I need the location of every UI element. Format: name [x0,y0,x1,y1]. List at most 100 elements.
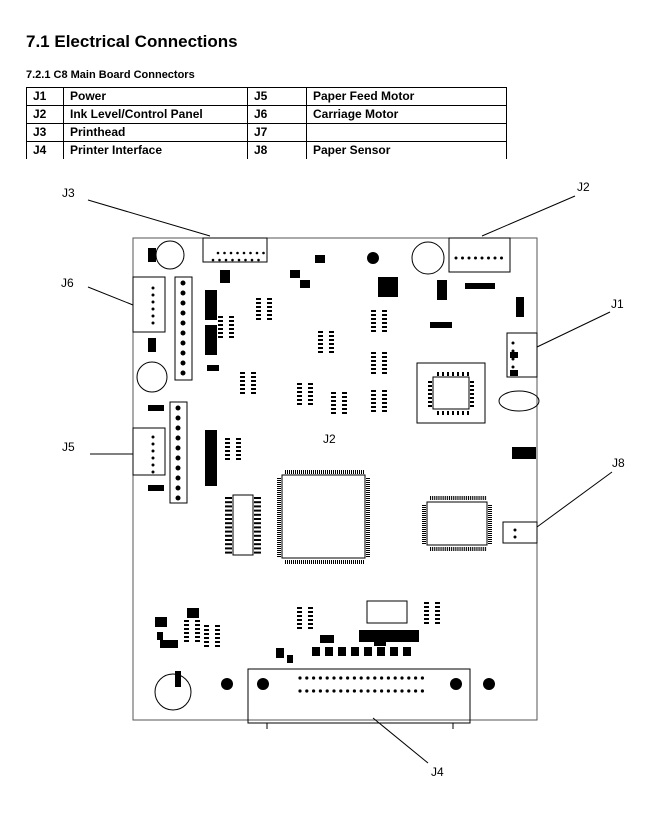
smd-component [312,647,320,656]
smd-component [300,280,310,288]
smd-component [390,647,398,656]
pin [175,445,181,451]
component [204,629,209,631]
component [225,539,232,541]
smd-component [205,290,217,320]
pin [352,676,356,680]
component [215,633,220,635]
component [343,560,344,564]
component [311,470,312,474]
component [313,470,314,474]
component [351,470,352,474]
component [251,380,256,382]
callout-line-j6 [87,286,134,306]
subsection-title: 7.2.1 C8 Main Board Connectors [26,69,195,81]
component [422,513,426,514]
pin [393,689,397,693]
component [422,511,426,512]
pin [175,405,181,411]
pin [244,258,247,262]
component [477,547,479,551]
component [297,560,298,564]
component [475,496,477,500]
component [353,560,354,564]
component [452,547,454,551]
component [297,627,302,629]
pin [249,251,252,255]
pin [339,676,343,680]
pin [513,528,517,532]
component [481,496,483,500]
component [195,636,200,638]
pin [461,256,464,260]
component [422,523,426,524]
component [277,554,281,555]
component [318,339,323,341]
component [460,496,462,500]
component [382,352,387,354]
component [452,372,454,376]
component [229,324,234,326]
callout-line-j4 [372,717,429,764]
smd-component [290,270,300,278]
callout-line-j1 [536,311,611,348]
pin [380,689,384,693]
component [382,356,387,358]
pin [366,676,370,680]
component [483,547,485,551]
component [366,522,370,523]
component [366,494,370,495]
connector-j8 [502,521,538,544]
component [277,534,281,535]
component [422,537,426,538]
component [323,470,324,474]
component [462,372,464,376]
component [277,486,281,487]
component [470,401,474,403]
component [366,504,370,505]
smd-component [338,647,346,656]
pin [414,676,418,680]
component [366,488,370,489]
component [236,442,241,444]
component [485,547,487,551]
connector-name: Paper Sensor [306,141,507,159]
pin [400,689,404,693]
component [251,372,256,374]
component [277,556,281,557]
callout-j5: J5 [62,440,75,454]
component [277,532,281,533]
component [329,343,334,345]
component [382,394,387,396]
component [366,484,370,485]
component [267,298,272,300]
component [382,318,387,320]
component [439,547,441,551]
smd-component [320,635,334,643]
component [441,496,443,500]
component [308,403,313,405]
component [449,496,450,500]
component [468,496,469,500]
component [435,610,440,612]
component [466,496,468,500]
component [355,560,356,564]
component [366,544,370,545]
component [366,514,370,515]
smd-component [148,248,156,262]
component [277,500,281,501]
component [366,546,370,547]
pin [480,256,484,260]
component [254,543,261,546]
component [184,628,189,630]
callout-j8: J8 [612,456,625,470]
component [467,372,469,376]
component [225,534,232,537]
component [225,522,232,525]
component [468,547,469,551]
component [315,470,316,474]
component [256,306,261,308]
component [319,560,320,564]
component [225,505,232,508]
component [485,496,487,500]
